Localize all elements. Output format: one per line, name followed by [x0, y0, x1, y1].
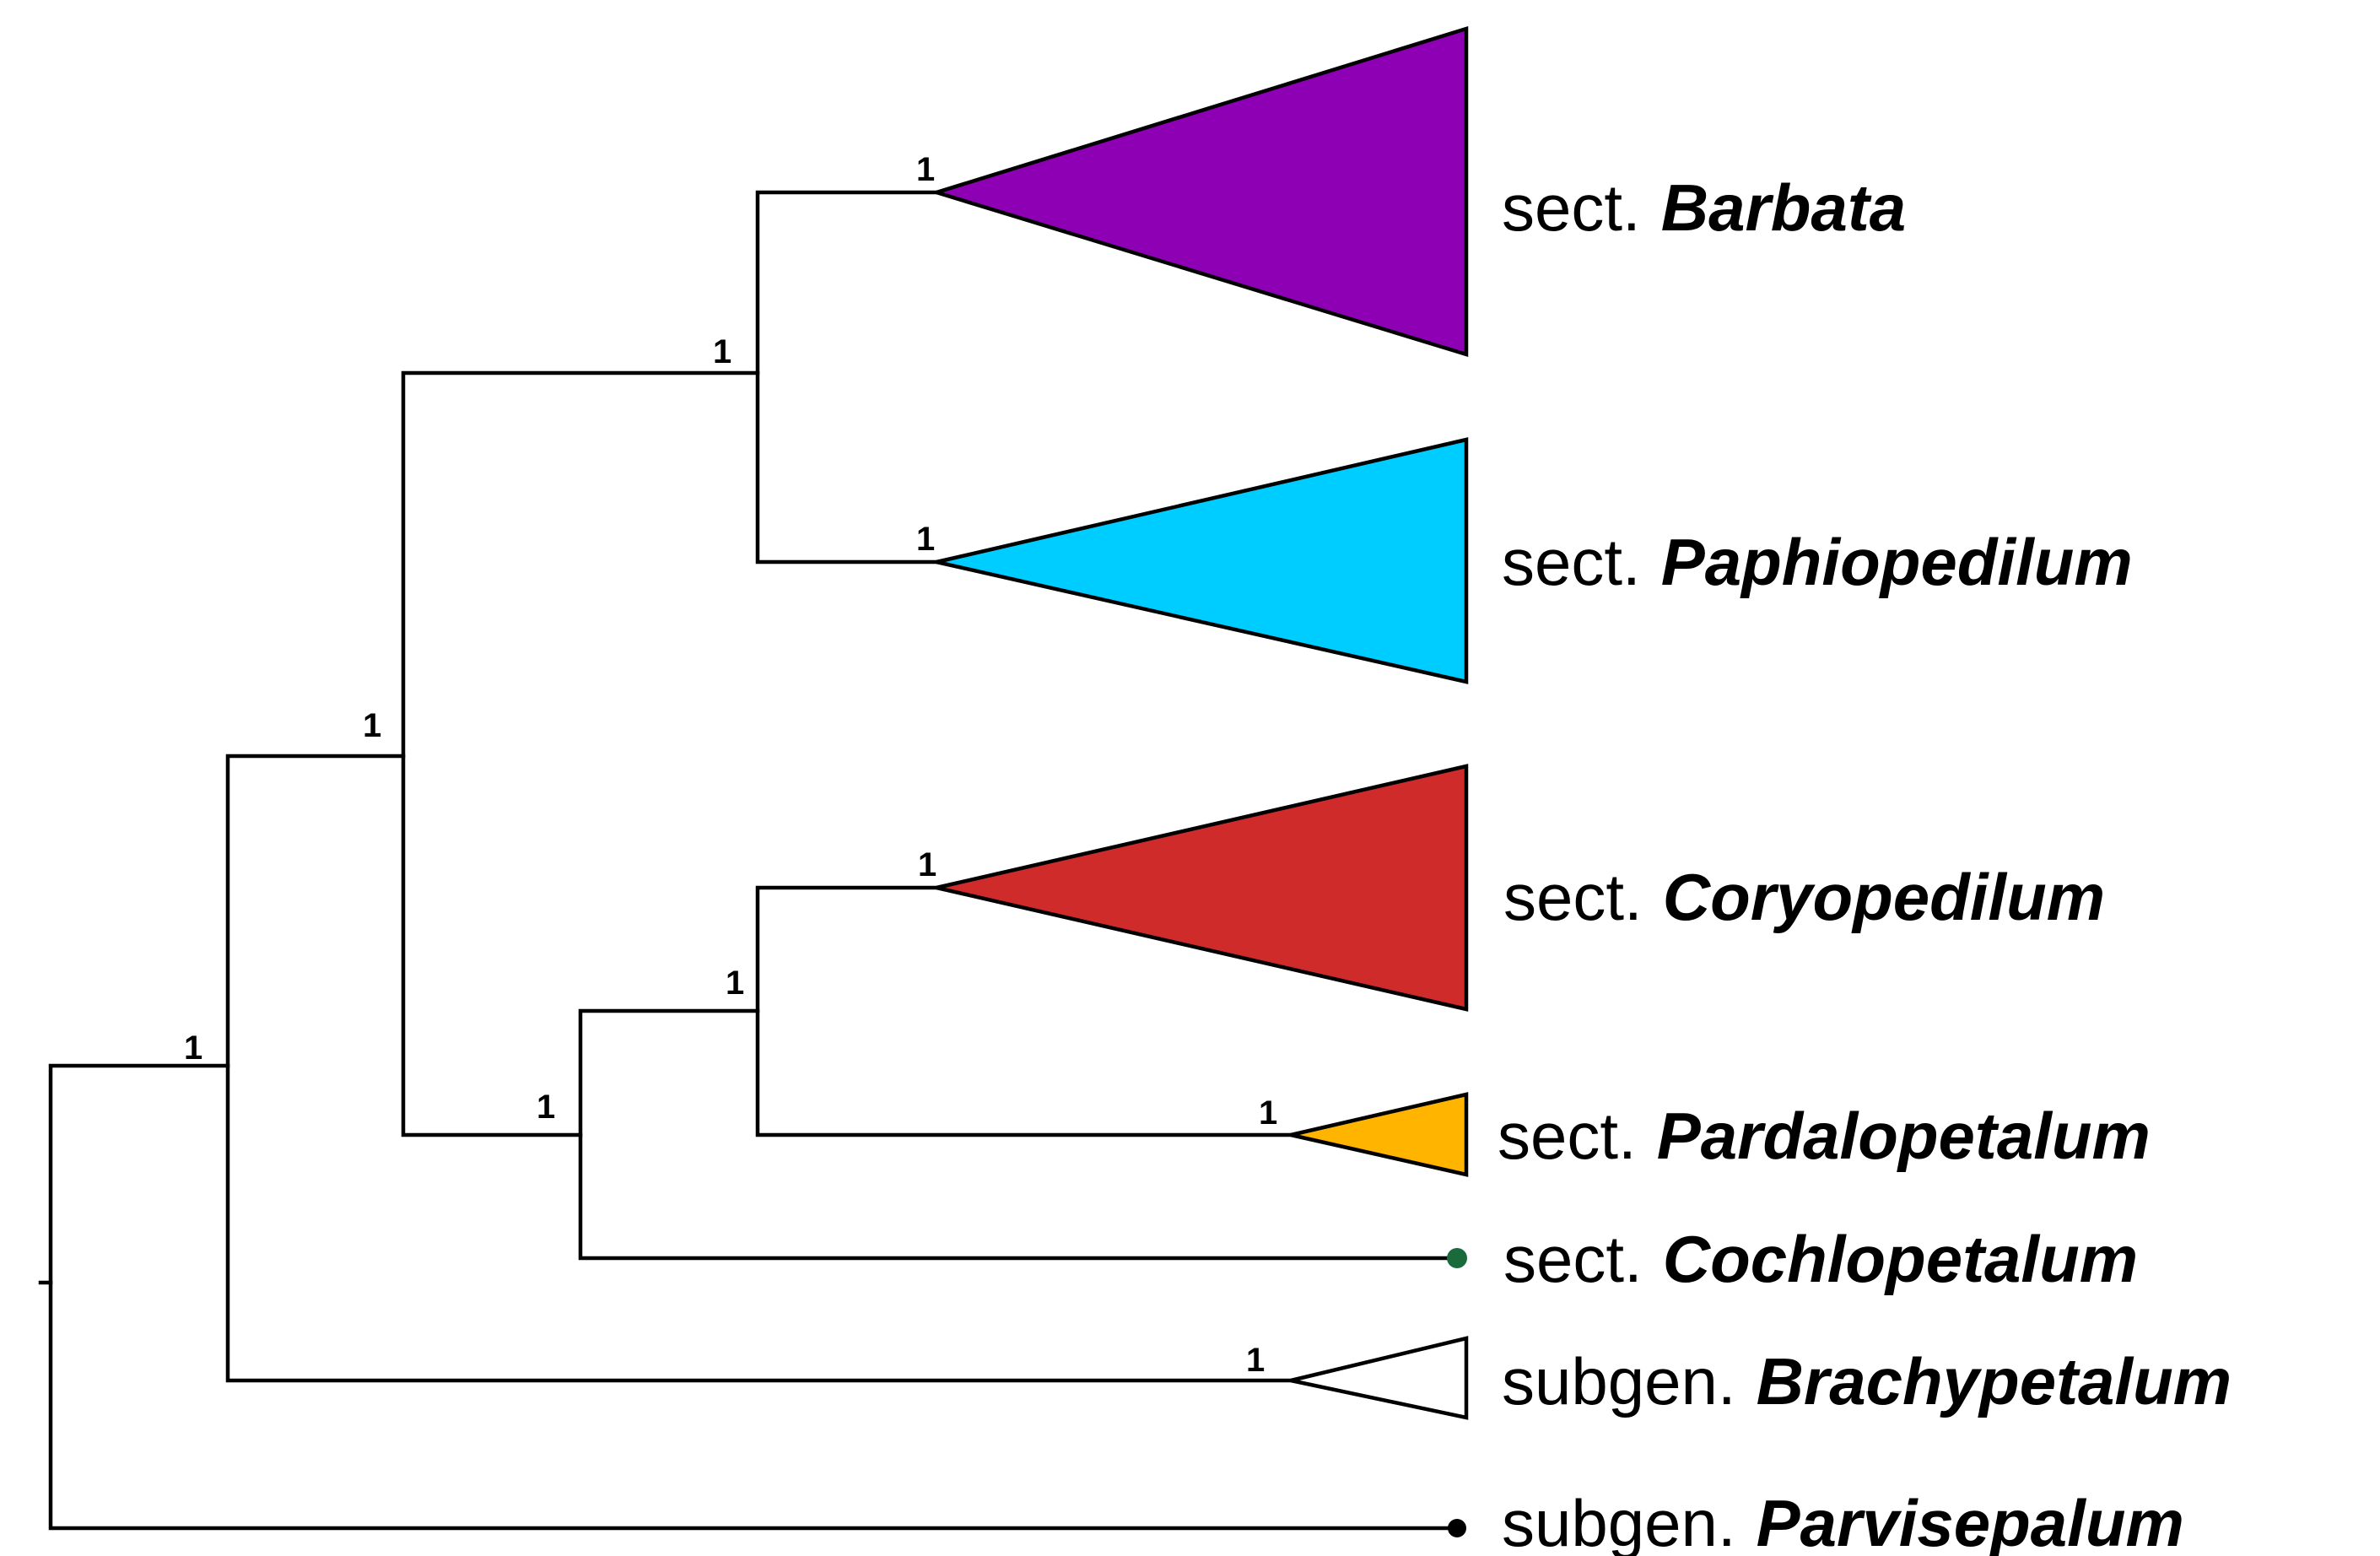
clade-name-barbata: Barbata	[1661, 170, 1906, 245]
clade-name-cochlopetalum: Cochlopetalum	[1663, 1222, 2138, 1296]
support-value-paphiopedilum: 1	[916, 521, 935, 558]
tip-parvisepalum-dot	[1448, 1519, 1466, 1537]
clade-name-pardalopetalum: Pardalopetalum	[1657, 1099, 2151, 1173]
clade-label-pardalopetalum: sect. Pardalopetalum	[1498, 1099, 2151, 1173]
node-a-branches	[225, 754, 1293, 1383]
clade-label-cochlopetalum: sect. Cochlopetalum	[1503, 1222, 2138, 1296]
clade-rank-barbata: sect.	[1502, 170, 1641, 245]
clade-pardalopetalum-triangle	[1290, 1092, 1469, 1177]
clade-label-paphiopedilum: sect. Paphiopedilum	[1502, 525, 2133, 599]
clade-name-coryopedilum: Coryopedilum	[1663, 860, 2105, 934]
support-value-coryopedilum: 1	[918, 846, 936, 883]
clade-rank-brachypetalum: subgen.	[1502, 1344, 1736, 1418]
support-value-barbata: 1	[916, 151, 935, 188]
clade-label-barbata: sect. Barbata	[1502, 170, 1906, 245]
clade-rank-paphiopedilum: sect.	[1502, 525, 1641, 599]
root-node-branches	[48, 1063, 1458, 1531]
support-value-node-d: 1	[537, 1089, 555, 1126]
clade-label-coryopedilum: sect. Coryopedilum	[1503, 860, 2105, 934]
tip-cochlopetalum-dot	[1447, 1248, 1467, 1268]
clade-rank-parvisepalum: subgen.	[1502, 1486, 1736, 1556]
clade-coryopedilum-triangle	[936, 764, 1469, 1012]
clade-rank-coryopedilum: sect.	[1503, 860, 1643, 934]
node-c-branches	[755, 190, 939, 565]
clade-name-parvisepalum: Parvisepalum	[1757, 1486, 2184, 1556]
node-e-branches	[755, 885, 1293, 1137]
clade-label-brachypetalum: subgen. Brachypetalum	[1502, 1344, 2232, 1418]
clade-label-parvisepalum: subgen. Parvisepalum	[1502, 1486, 2184, 1556]
node-d-branches	[578, 1008, 1458, 1261]
clade-name-paphiopedilum: Paphiopedilum	[1661, 525, 2133, 599]
clade-rank-cochlopetalum: sect.	[1503, 1222, 1643, 1296]
support-value-brachypetalum: 1	[1246, 1342, 1265, 1379]
clade-paphiopedilum-triangle	[936, 437, 1469, 684]
support-value-node-b: 1	[713, 333, 731, 370]
support-value-pardalopetalum: 1	[1259, 1094, 1277, 1132]
node-b-branches	[401, 370, 760, 1137]
support-value-root: 1	[184, 1029, 202, 1067]
clade-brachypetalum-triangle	[1290, 1336, 1469, 1420]
support-value-node-e: 1	[726, 964, 744, 1002]
support-value-node-a: 1	[363, 707, 381, 744]
clade-barbata-triangle	[930, 25, 1469, 358]
clade-rank-pardalopetalum: sect.	[1498, 1099, 1637, 1173]
clade-name-brachypetalum: Brachypetalum	[1757, 1344, 2232, 1418]
